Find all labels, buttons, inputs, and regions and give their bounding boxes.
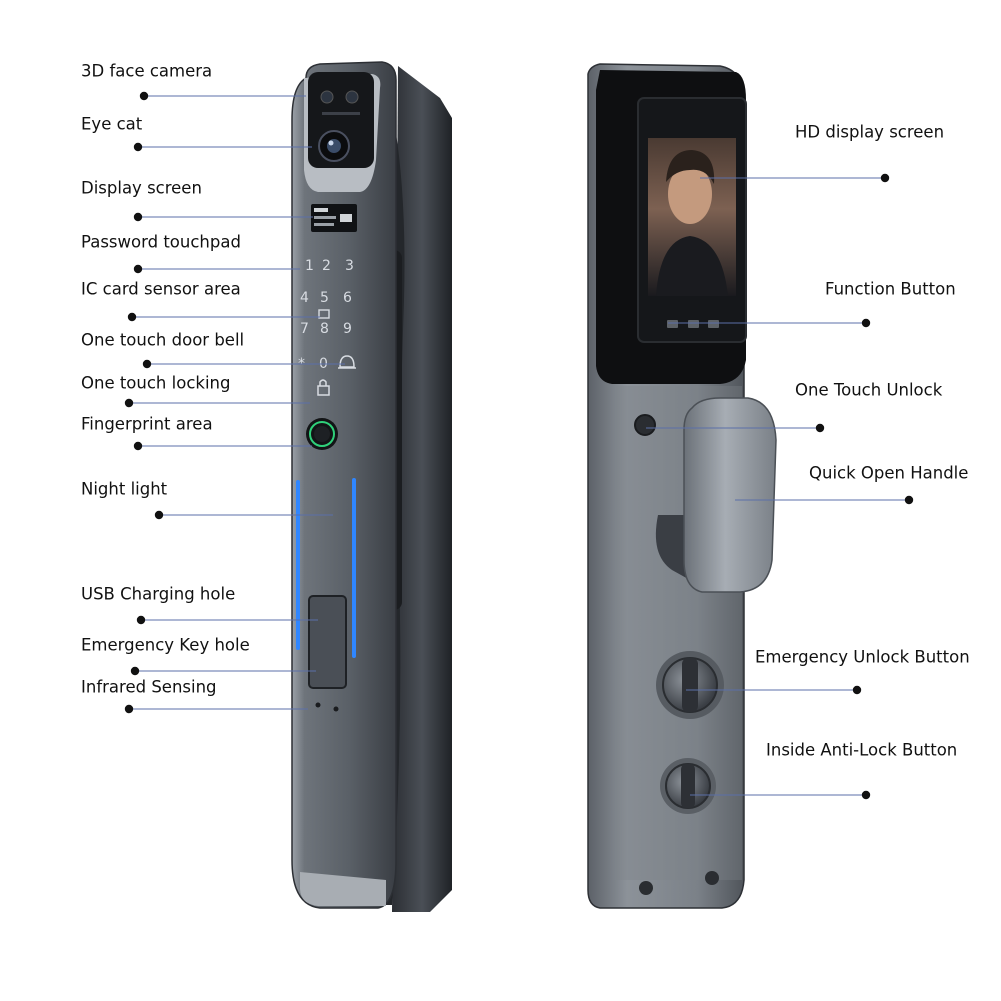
front-callout-label: Password touchpad xyxy=(81,233,241,252)
lock-icon xyxy=(317,379,330,396)
front-leader-dot xyxy=(136,615,146,625)
keypad-key: 6 xyxy=(343,290,352,306)
door-bell-icon xyxy=(338,355,356,369)
back-callout-label: Function Button xyxy=(825,280,956,299)
infrared-sensor xyxy=(315,702,321,708)
front-lock-illustration: 1 2 3 4 5 6 7 8 9 * 0 xyxy=(291,61,452,912)
keypad-key: 9 xyxy=(343,321,352,337)
keypad-key: 4 xyxy=(300,290,309,306)
ic-card-icon xyxy=(318,309,330,319)
front-callout-label: One touch door bell xyxy=(81,331,244,350)
quick-open-handle xyxy=(683,397,777,593)
back-callout-label: HD display screen xyxy=(795,123,944,142)
front-leader-dot xyxy=(133,212,143,222)
front-leader-dot xyxy=(139,91,149,101)
keypad-key: 7 xyxy=(300,321,309,337)
front-leader-dot xyxy=(154,510,164,520)
front-callout-label: One touch locking xyxy=(81,374,230,393)
function-button xyxy=(708,320,719,328)
back-callout-label: Inside Anti-Lock Button xyxy=(766,741,957,760)
back-lock-illustration xyxy=(587,63,777,909)
one-touch-unlock-button xyxy=(634,414,656,436)
back-leader-dot xyxy=(815,423,825,433)
front-leader-dot xyxy=(133,441,143,451)
front-leader-dot xyxy=(133,142,143,152)
back-leader-dot xyxy=(852,685,862,695)
fingerprint-sensor xyxy=(306,418,338,450)
face-camera-lens-right xyxy=(345,90,359,104)
front-callout-label: IC card sensor area xyxy=(81,280,241,299)
front-leader-dot xyxy=(124,398,134,408)
back-leader-dot xyxy=(861,790,871,800)
front-callout-label: USB Charging hole xyxy=(81,585,235,604)
keypad-key: 1 xyxy=(305,258,314,274)
back-leader-dot xyxy=(904,495,914,505)
front-leader-dot xyxy=(142,359,152,369)
function-button xyxy=(688,320,699,328)
front-leader-dot xyxy=(124,704,134,714)
keypad-key: 3 xyxy=(345,258,354,274)
back-callout-label: One Touch Unlock xyxy=(795,381,943,400)
front-callout-label: 3D face camera xyxy=(81,62,212,81)
keypad-key: 2 xyxy=(322,258,331,274)
back-leader-dot xyxy=(861,318,871,328)
front-callout-label: Emergency Key hole xyxy=(81,636,250,655)
emergency-unlock-knob xyxy=(656,651,724,719)
keypad-key: 5 xyxy=(320,290,329,306)
face-image xyxy=(668,164,712,224)
back-callout-label: Emergency Unlock Button xyxy=(755,648,970,667)
back-leader-dot xyxy=(880,173,890,183)
infrared-sensor xyxy=(333,706,339,712)
back-callout-label: Quick Open Handle xyxy=(809,464,968,483)
front-callout-label: Display screen xyxy=(81,179,202,198)
front-callout-label: Infrared Sensing xyxy=(81,678,217,697)
front-callout-label: Fingerprint area xyxy=(81,415,213,434)
front-leader-dot xyxy=(130,666,140,676)
front-leader-dot xyxy=(133,264,143,274)
leader-lines xyxy=(124,91,914,800)
night-light-right xyxy=(352,478,356,658)
anti-lock-knob xyxy=(660,758,716,814)
screw xyxy=(705,871,719,885)
front-callout-label: Night light xyxy=(81,480,168,499)
face-camera-lens-left xyxy=(320,90,334,104)
front-leader-dot xyxy=(127,312,137,322)
screw xyxy=(639,881,653,895)
function-button xyxy=(667,320,678,328)
emergency-key-cover xyxy=(308,595,347,689)
night-light-left xyxy=(296,480,300,650)
front-callout-label: Eye cat xyxy=(81,115,143,134)
keypad-key: 8 xyxy=(320,321,329,337)
